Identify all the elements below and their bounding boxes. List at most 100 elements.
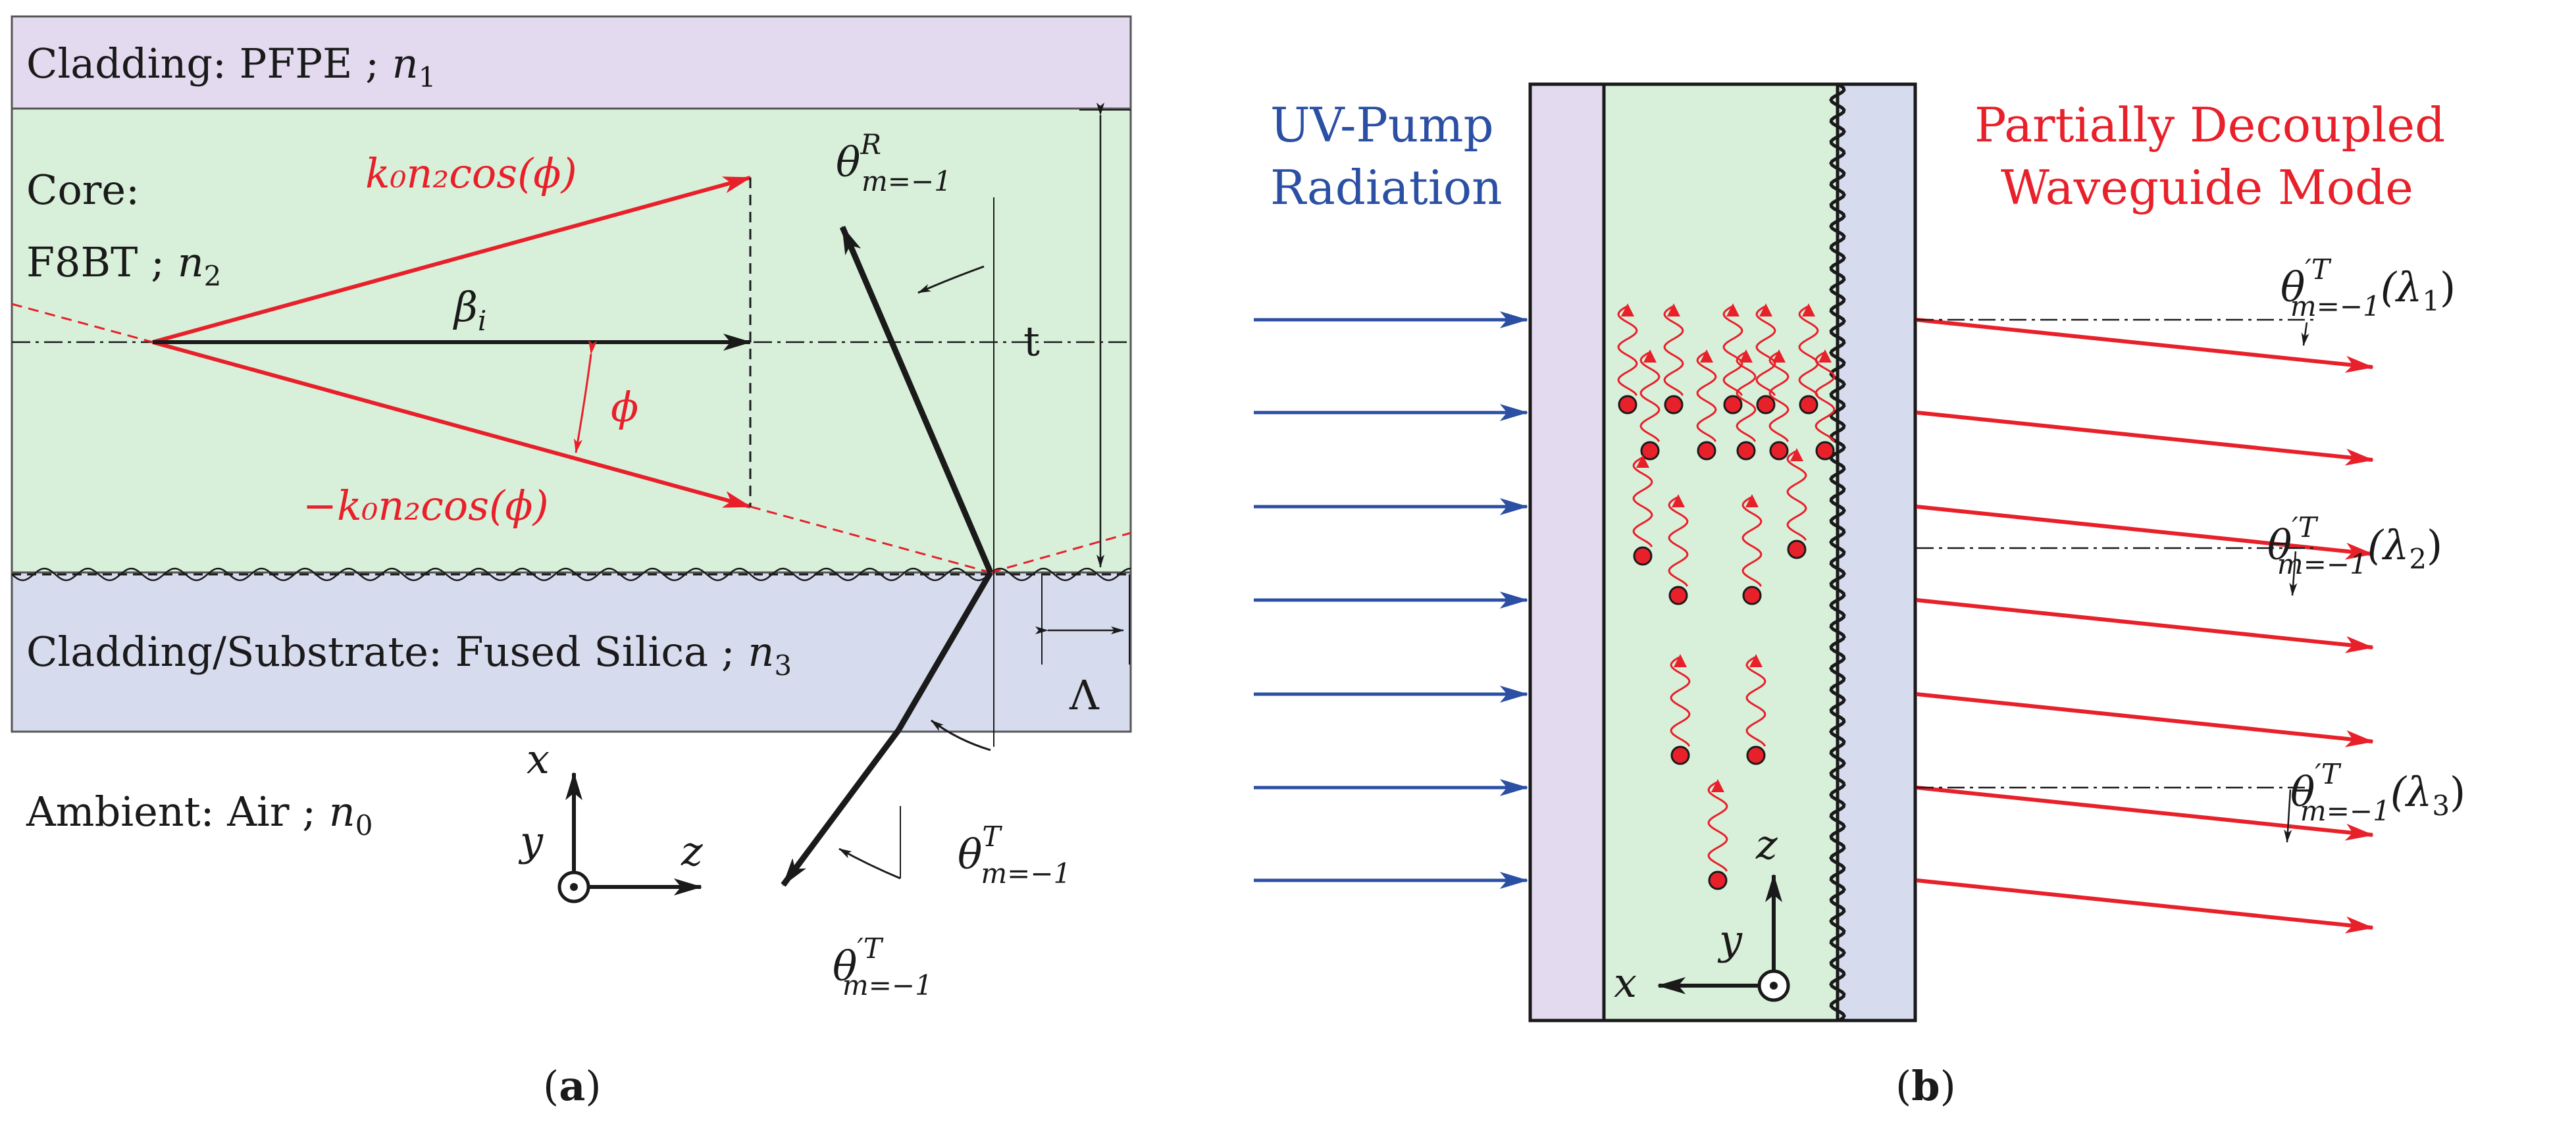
substrate-label: Cladding/Substrate: Fused Silica ; n3 — [26, 628, 792, 682]
k-upper-arrow — [152, 176, 752, 344]
photon-arrowhead-9 — [1772, 349, 1786, 363]
emitter-dot-9 — [1769, 441, 1789, 461]
angle-tick-1 — [2301, 322, 2309, 346]
reflected-ray — [839, 226, 994, 574]
photon-trail-15 — [1670, 656, 1691, 747]
photon-arrowhead-7 — [1700, 349, 1713, 363]
period-label: Λ — [1069, 671, 1100, 719]
photon-trail-1 — [1617, 305, 1638, 396]
emitter-dot-5 — [1799, 395, 1818, 415]
uv-pump-label-line1: UV-Pump — [1270, 97, 1494, 153]
emitter-dot-15 — [1670, 745, 1690, 765]
photon-arrowhead-15 — [1674, 654, 1687, 667]
output-arrow-7 — [1916, 878, 2375, 934]
output-arrow-4 — [1916, 598, 2375, 653]
emitter-dot-13 — [1742, 586, 1762, 605]
photon-arrowhead-14 — [1790, 448, 1803, 461]
axis-z-label: z — [681, 827, 703, 875]
emitter-dot-8 — [1736, 441, 1756, 461]
k-upper-label: k₀n₂cos(ϕ) — [365, 149, 577, 197]
photon-arrowhead-1 — [1621, 303, 1634, 316]
photon-trail-12 — [1668, 496, 1689, 587]
output-arrow-3 — [1916, 505, 2375, 560]
photon-trail-6 — [1639, 351, 1661, 442]
red-dashed-lower — [750, 505, 991, 574]
emitter-dot-16 — [1746, 745, 1766, 765]
photon-arrowhead-12 — [1672, 494, 1685, 507]
substrate-layer-b — [1836, 82, 1917, 1022]
core-label-line1: Core: — [26, 166, 140, 214]
photon-trail-7 — [1696, 351, 1717, 442]
theta-r-arc — [917, 265, 985, 294]
photon-arrowhead-6 — [1643, 349, 1657, 363]
panel-b: z y x UV-Pump Radiation Partially Decoup… — [1254, 82, 2465, 1110]
output-arrow-5 — [1916, 692, 2375, 747]
axis-z-label-b: z — [1755, 820, 1778, 869]
photon-arrowhead-11 — [1636, 455, 1649, 468]
photon-arrowhead-4 — [1759, 303, 1772, 316]
caption-a: (a) — [543, 1062, 602, 1110]
cladding-layer-b — [1528, 82, 1606, 1022]
photon-trail-13 — [1741, 496, 1763, 587]
emitter-dot-17 — [1708, 870, 1728, 890]
photon-trail-14 — [1786, 450, 1807, 541]
phi-label: ϕ — [611, 383, 638, 431]
theta-t-prime-arc — [838, 847, 901, 880]
photon-arrowhead-5 — [1802, 303, 1815, 316]
emitter-dot-6 — [1640, 441, 1660, 461]
thickness-label: t — [1023, 317, 1040, 365]
ambient-label: Ambient: Air ; n0 — [26, 788, 373, 842]
red-dashed-left — [11, 303, 153, 343]
photon-trail-5 — [1798, 305, 1819, 396]
photon-arrowhead-8 — [1739, 349, 1753, 363]
cladding-top-layer — [11, 15, 1132, 110]
emitter-dot-14 — [1787, 540, 1807, 559]
transmitted-ray-2 — [781, 728, 901, 887]
red-dashed-right — [990, 532, 1131, 574]
photon-arrowhead-16 — [1749, 654, 1763, 667]
photon-arrowhead-17 — [1711, 779, 1724, 792]
output-arrows — [1916, 318, 2375, 934]
mode-label-line1: Partially Decoupled — [1974, 97, 2445, 153]
mode-label-line2: Waveguide Mode — [2001, 160, 2413, 215]
angle-tick-2 — [2289, 551, 2298, 596]
emitters — [1617, 303, 1836, 890]
grating-interface — [11, 567, 1131, 582]
emitter-dot-11 — [1633, 546, 1653, 566]
photon-arrowhead-3 — [1726, 303, 1739, 316]
photon-trail-10 — [1815, 351, 1836, 442]
photon-trail-4 — [1755, 305, 1776, 396]
core-label-line2: F8BT ; n2 — [26, 238, 221, 292]
photon-arrowhead-10 — [1818, 349, 1832, 363]
photon-trail-16 — [1745, 656, 1766, 747]
emitter-dot-12 — [1668, 586, 1688, 605]
emitter-dot-3 — [1723, 395, 1743, 415]
phi-angle-arc — [574, 340, 598, 454]
emitter-dot-4 — [1756, 395, 1776, 415]
photon-trail-11 — [1632, 457, 1653, 547]
axis-y-label: y — [518, 817, 544, 865]
panel-a: Cladding: PFPE ; n1 Core: F8BT ; n2 k₀n₂… — [11, 15, 1132, 1110]
caption-b: (b) — [1895, 1062, 1956, 1110]
photon-trail-8 — [1736, 351, 1757, 442]
emitter-dot-7 — [1697, 441, 1716, 461]
photon-trail-17 — [1707, 781, 1728, 872]
photon-arrowhead-2 — [1667, 303, 1680, 316]
emitter-dot-2 — [1664, 395, 1684, 415]
photon-trail-3 — [1722, 305, 1743, 396]
uv-pump-label-line2: Radiation — [1270, 160, 1503, 215]
pump-arrows — [1254, 311, 1529, 889]
output-arrow-1 — [1916, 318, 2375, 373]
photon-trail-2 — [1663, 305, 1684, 396]
output-arrow-2 — [1916, 411, 2375, 466]
axis-y-dot — [570, 883, 578, 891]
photon-trail-9 — [1768, 351, 1790, 442]
emitter-dot-1 — [1618, 395, 1637, 415]
